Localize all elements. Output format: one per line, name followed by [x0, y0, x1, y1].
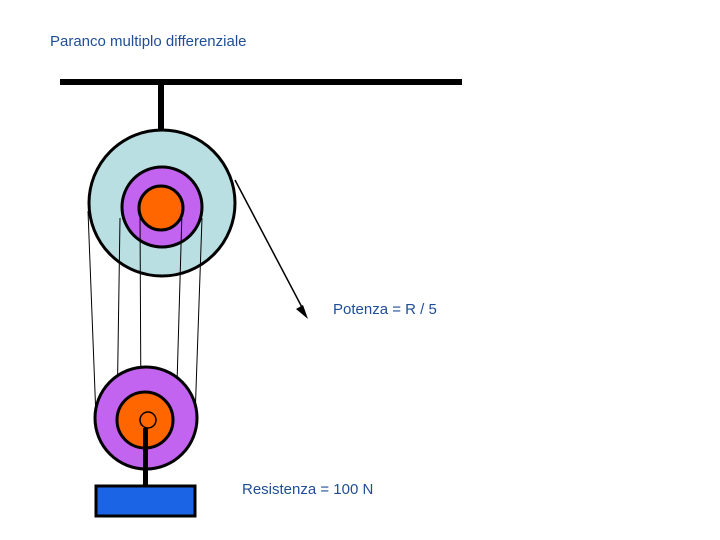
resistance-label: Resistenza = 100 N [242, 481, 374, 498]
rope-middle-right [194, 217, 203, 419]
movable-pulley-axle [139, 411, 157, 429]
power-arrowhead [296, 305, 308, 319]
power-rope-line [234, 179, 306, 314]
movable-pulley [93, 365, 199, 471]
power-rope [234, 179, 308, 319]
fixed-pulley-inner-wheel [137, 184, 185, 232]
diagram-title: Paranco multiplo differenziale [50, 33, 247, 50]
load-block [94, 484, 197, 518]
fixed-pulley [87, 128, 237, 278]
load-hanger [143, 428, 148, 486]
rope-outer-left [87, 210, 97, 419]
power-label: Potenza = R / 5 [333, 301, 437, 318]
ceiling-beam [60, 79, 462, 85]
